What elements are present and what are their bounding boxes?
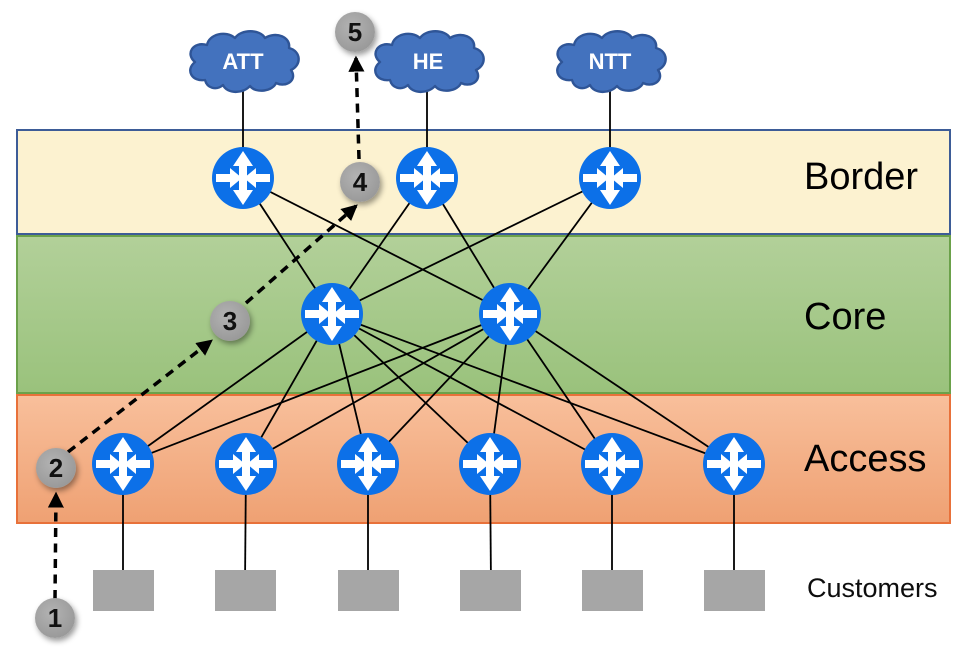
customers-label: Customers xyxy=(807,573,938,603)
router-icon-access-1 xyxy=(92,433,154,495)
path-step-4: 4 xyxy=(340,162,380,202)
path-step-1: 1 xyxy=(35,598,75,638)
cloud-label: HE xyxy=(413,49,444,74)
customer-box xyxy=(93,570,154,611)
link-core2-access6 xyxy=(509,313,735,465)
isp-clouds: ATT HE NTT xyxy=(189,30,667,94)
router-icon-access-6 xyxy=(703,433,765,495)
router-icon-border-2 xyxy=(396,147,458,209)
border-layer-band xyxy=(16,129,951,235)
cloud-ntt: NTT xyxy=(556,30,667,94)
link-border1-core2 xyxy=(242,177,511,315)
router-icon-access-3 xyxy=(337,433,399,495)
link-core1-access6 xyxy=(331,313,735,465)
router-icon-border-1 xyxy=(212,147,274,209)
customer-boxes xyxy=(93,570,765,611)
traffic-path-segment-2-3 xyxy=(66,339,213,454)
customer-box xyxy=(338,570,399,611)
traffic-path-segment-3-4 xyxy=(244,204,358,305)
traffic-path-segment-1-2 xyxy=(47,491,64,600)
access-layer-label: Access xyxy=(804,438,927,480)
traffic-path xyxy=(47,55,365,600)
link-border3-core1 xyxy=(331,177,611,315)
customer-box xyxy=(582,570,643,611)
router-icon-access-2 xyxy=(215,433,277,495)
customer-box xyxy=(215,570,276,611)
border-layer-label: Border xyxy=(804,156,919,198)
link-core1-access1 xyxy=(122,313,333,465)
link-core2-access3 xyxy=(367,313,511,465)
path-step-2: 2 xyxy=(36,448,76,488)
customer-box xyxy=(460,570,521,611)
router-icon-access-5 xyxy=(581,433,643,495)
link-core2-access2 xyxy=(245,313,511,465)
cloud-att: ATT xyxy=(189,30,300,94)
router-icon-core-2 xyxy=(479,283,541,345)
customer-box xyxy=(704,570,765,611)
traffic-path-segment-4-5 xyxy=(348,55,365,160)
router-icon-border-3 xyxy=(579,147,641,209)
path-step-5: 5 xyxy=(335,12,375,52)
core-layer-label: Core xyxy=(804,296,887,338)
routers xyxy=(92,147,765,495)
router-icon-core-1 xyxy=(301,283,363,345)
cloud-he: HE xyxy=(374,30,485,94)
path-step-3: 3 xyxy=(210,301,250,341)
link-core1-access4 xyxy=(331,313,491,465)
link-core2-access1 xyxy=(122,313,511,465)
router-icon-access-4 xyxy=(459,433,521,495)
link-core1-access5 xyxy=(331,313,613,465)
cloud-label: NTT xyxy=(589,49,632,74)
cloud-label: ATT xyxy=(222,49,264,74)
